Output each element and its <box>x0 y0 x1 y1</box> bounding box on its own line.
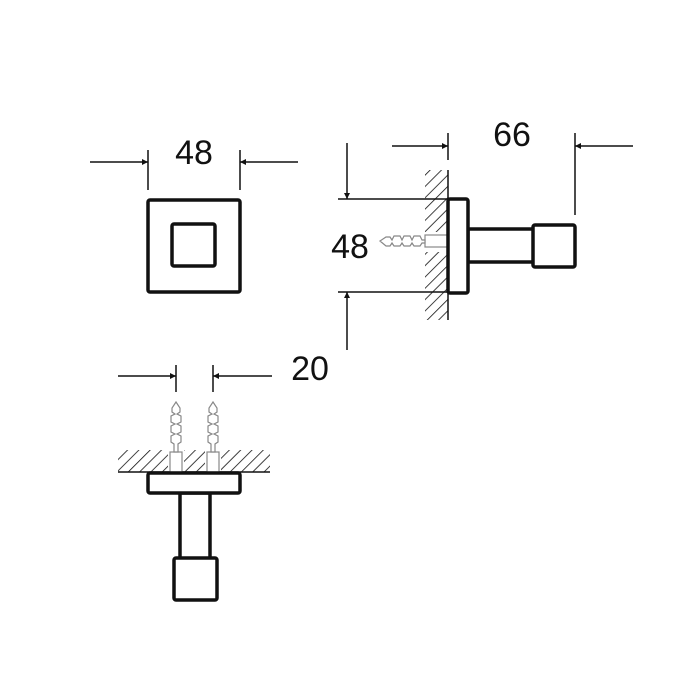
knob-side <box>531 223 577 269</box>
front-width-label: 48 <box>175 134 213 172</box>
screw-spacing-label: 20 <box>291 350 329 388</box>
wall-screw-left <box>169 400 183 473</box>
base-plate-top <box>146 471 242 495</box>
side-height-label: 48 <box>331 228 369 266</box>
top-view: 20 <box>118 350 329 602</box>
knob-top <box>172 556 219 602</box>
wall-screw-right <box>206 400 220 473</box>
side-view: 48 66 <box>331 116 633 350</box>
hook-rod-top <box>178 491 212 561</box>
hook-rod <box>466 227 536 264</box>
wall-hatch-top <box>118 450 270 472</box>
wall-screw <box>378 234 449 248</box>
side-depth-label: 66 <box>493 116 531 154</box>
knob-outline <box>170 222 217 268</box>
front-view: 48 <box>90 134 298 294</box>
base-plate-side <box>446 197 470 295</box>
